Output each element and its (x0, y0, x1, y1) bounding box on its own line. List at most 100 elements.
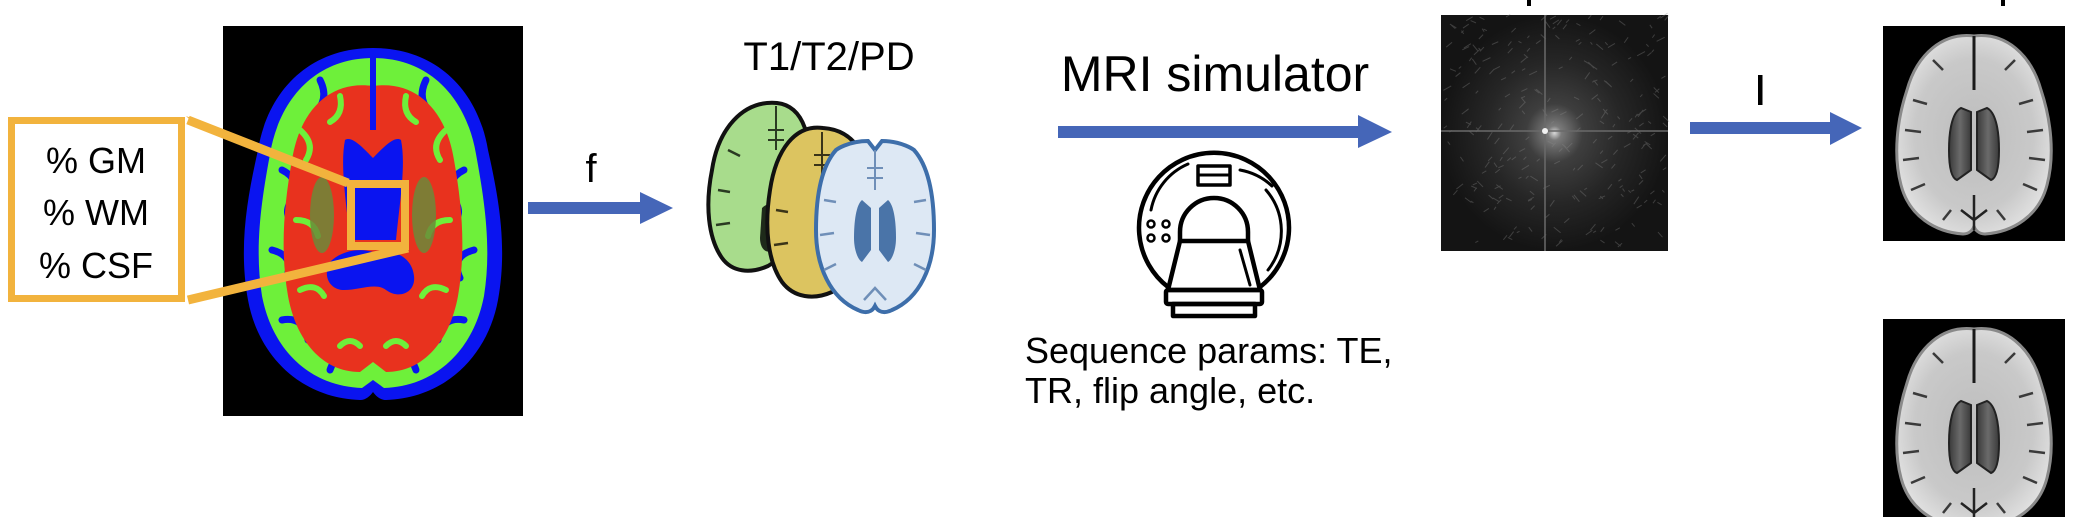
kspace-texture-mark (1552, 19, 1560, 25)
kspace-texture-mark (1628, 117, 1633, 122)
kspace-texture-mark (1443, 125, 1448, 129)
kspace-texture-mark (1549, 15, 1557, 20)
kspace-texture-mark (1462, 46, 1470, 51)
kspace-texture-mark (1651, 49, 1655, 53)
kspace-texture-mark (1572, 167, 1576, 171)
kspace-texture-mark (1602, 108, 1609, 115)
inverse-label: I (1754, 69, 1765, 113)
arrow-inverse: I (1690, 69, 1862, 145)
kspace-texture-mark (1631, 222, 1636, 227)
kspace-texture-mark (1511, 156, 1517, 161)
kspace-texture-mark (1474, 66, 1481, 74)
kspace-texture-mark (1529, 190, 1535, 196)
kspace-texture-mark (1630, 78, 1634, 83)
kspace-texture-mark (1591, 94, 1599, 100)
kspace-texture-mark (1607, 135, 1613, 140)
kspace-texture-mark (1528, 70, 1538, 76)
kspace-texture-mark (1563, 217, 1570, 224)
kspace-texture-mark (1518, 176, 1522, 180)
kspace-texture-mark (1650, 190, 1655, 195)
kspace-texture-mark (1599, 150, 1604, 154)
kspace-texture-mark (1553, 226, 1561, 234)
kspace-texture-mark (1633, 196, 1640, 205)
kspace-texture-mark (1627, 56, 1632, 60)
kspace-texture-mark (1461, 108, 1469, 115)
voxel-callout: % GM % WM % CSF (8, 115, 410, 305)
kspace-texture-mark (1445, 41, 1453, 48)
kspace-texture-mark (1495, 184, 1504, 190)
kspace-texture-mark (1523, 53, 1529, 59)
kspace-texture-mark (1449, 68, 1457, 72)
kspace-texture-mark (1603, 80, 1612, 87)
kspace-texture-mark (1636, 112, 1642, 116)
tissue-fraction-box (8, 117, 185, 302)
kspace-texture-mark (1505, 13, 1511, 18)
clipped-text-fragment (1527, 0, 1531, 6)
kspace-texture-mark (1554, 160, 1561, 165)
kspace-texture-mark (1598, 195, 1606, 200)
kspace-texture-mark (1520, 97, 1526, 103)
kspace-texture-mark (1509, 124, 1515, 131)
kspace-texture-mark (1555, 240, 1563, 247)
kspace-texture-mark (1549, 199, 1555, 207)
kspace-texture-mark (1452, 189, 1458, 196)
kspace-texture-mark (1612, 123, 1616, 128)
kspace-texture-mark (1551, 108, 1559, 113)
kspace-texture-mark (1590, 223, 1596, 231)
kspace-texture-mark (1473, 187, 1477, 192)
kspace-texture-mark (1592, 138, 1597, 144)
kspace-texture-mark (1639, 94, 1643, 98)
kspace-texture-mark (1662, 115, 1670, 122)
kspace-texture-mark (1653, 87, 1660, 93)
kspace-texture-mark (1583, 60, 1592, 66)
kspace-texture-mark (1558, 66, 1563, 70)
kspace-texture-mark (1470, 200, 1474, 204)
kspace-texture-mark (1623, 143, 1631, 148)
kspace-texture-mark (1657, 231, 1663, 238)
kspace-texture-mark (1578, 41, 1582, 46)
kspace-texture-mark (1459, 156, 1464, 162)
kspace-texture-mark (1593, 80, 1599, 86)
kspace-texture-mark (1540, 14, 1548, 21)
kspace-texture-mark (1534, 89, 1540, 94)
kspace-texture-mark (1639, 108, 1647, 114)
kspace-texture-mark (1563, 145, 1570, 153)
kspace-texture-mark (1507, 41, 1512, 46)
kspace-texture-mark (1659, 154, 1667, 162)
kspace-texture-mark (1507, 236, 1513, 241)
kspace-texture-mark (1526, 47, 1531, 52)
kspace-texture-mark (1521, 88, 1528, 92)
kspace-texture-mark (1620, 193, 1624, 198)
kspace-texture-mark (1634, 113, 1638, 118)
mri-simulator-label: MRI simulator (1061, 46, 1369, 102)
kspace-texture-mark (1652, 199, 1656, 204)
kspace-texture-mark (1575, 113, 1584, 120)
kspace-texture-mark (1644, 141, 1651, 146)
kspace-texture-mark (1617, 116, 1621, 120)
kspace-texture-mark (1611, 61, 1618, 66)
kspace-texture-mark (1497, 123, 1503, 130)
kspace-texture-mark (1507, 47, 1513, 54)
kspace-texture-mark (1600, 239, 1605, 244)
kspace-texture-mark (1502, 234, 1508, 241)
kspace-texture-mark (1461, 30, 1465, 35)
kspace-texture-mark (1462, 23, 1470, 29)
kspace-texture-mark (1584, 187, 1588, 191)
kspace-texture-mark (1632, 133, 1639, 139)
kspace-texture-mark (1597, 97, 1601, 102)
wm-fraction-label: % WM (43, 192, 149, 233)
gm-fraction-label: % GM (46, 140, 146, 181)
kspace-texture-mark (1649, 24, 1653, 29)
output-mr-image-1 (1883, 26, 2065, 241)
kspace-texture-mark (1465, 16, 1473, 22)
clipped-text-fragment (2001, 0, 2005, 6)
pd-map-brain (813, 138, 937, 315)
kspace-texture-mark (1552, 26, 1556, 30)
kspace-texture-mark (1535, 40, 1541, 45)
kspace-texture-mark (1590, 41, 1593, 45)
kspace-texture-mark (1443, 85, 1452, 91)
kspace-texture-mark (1475, 240, 1479, 244)
kspace-texture-mark (1571, 195, 1576, 200)
kspace-texture-mark (1661, 75, 1666, 79)
kspace-texture-mark (1507, 157, 1512, 162)
